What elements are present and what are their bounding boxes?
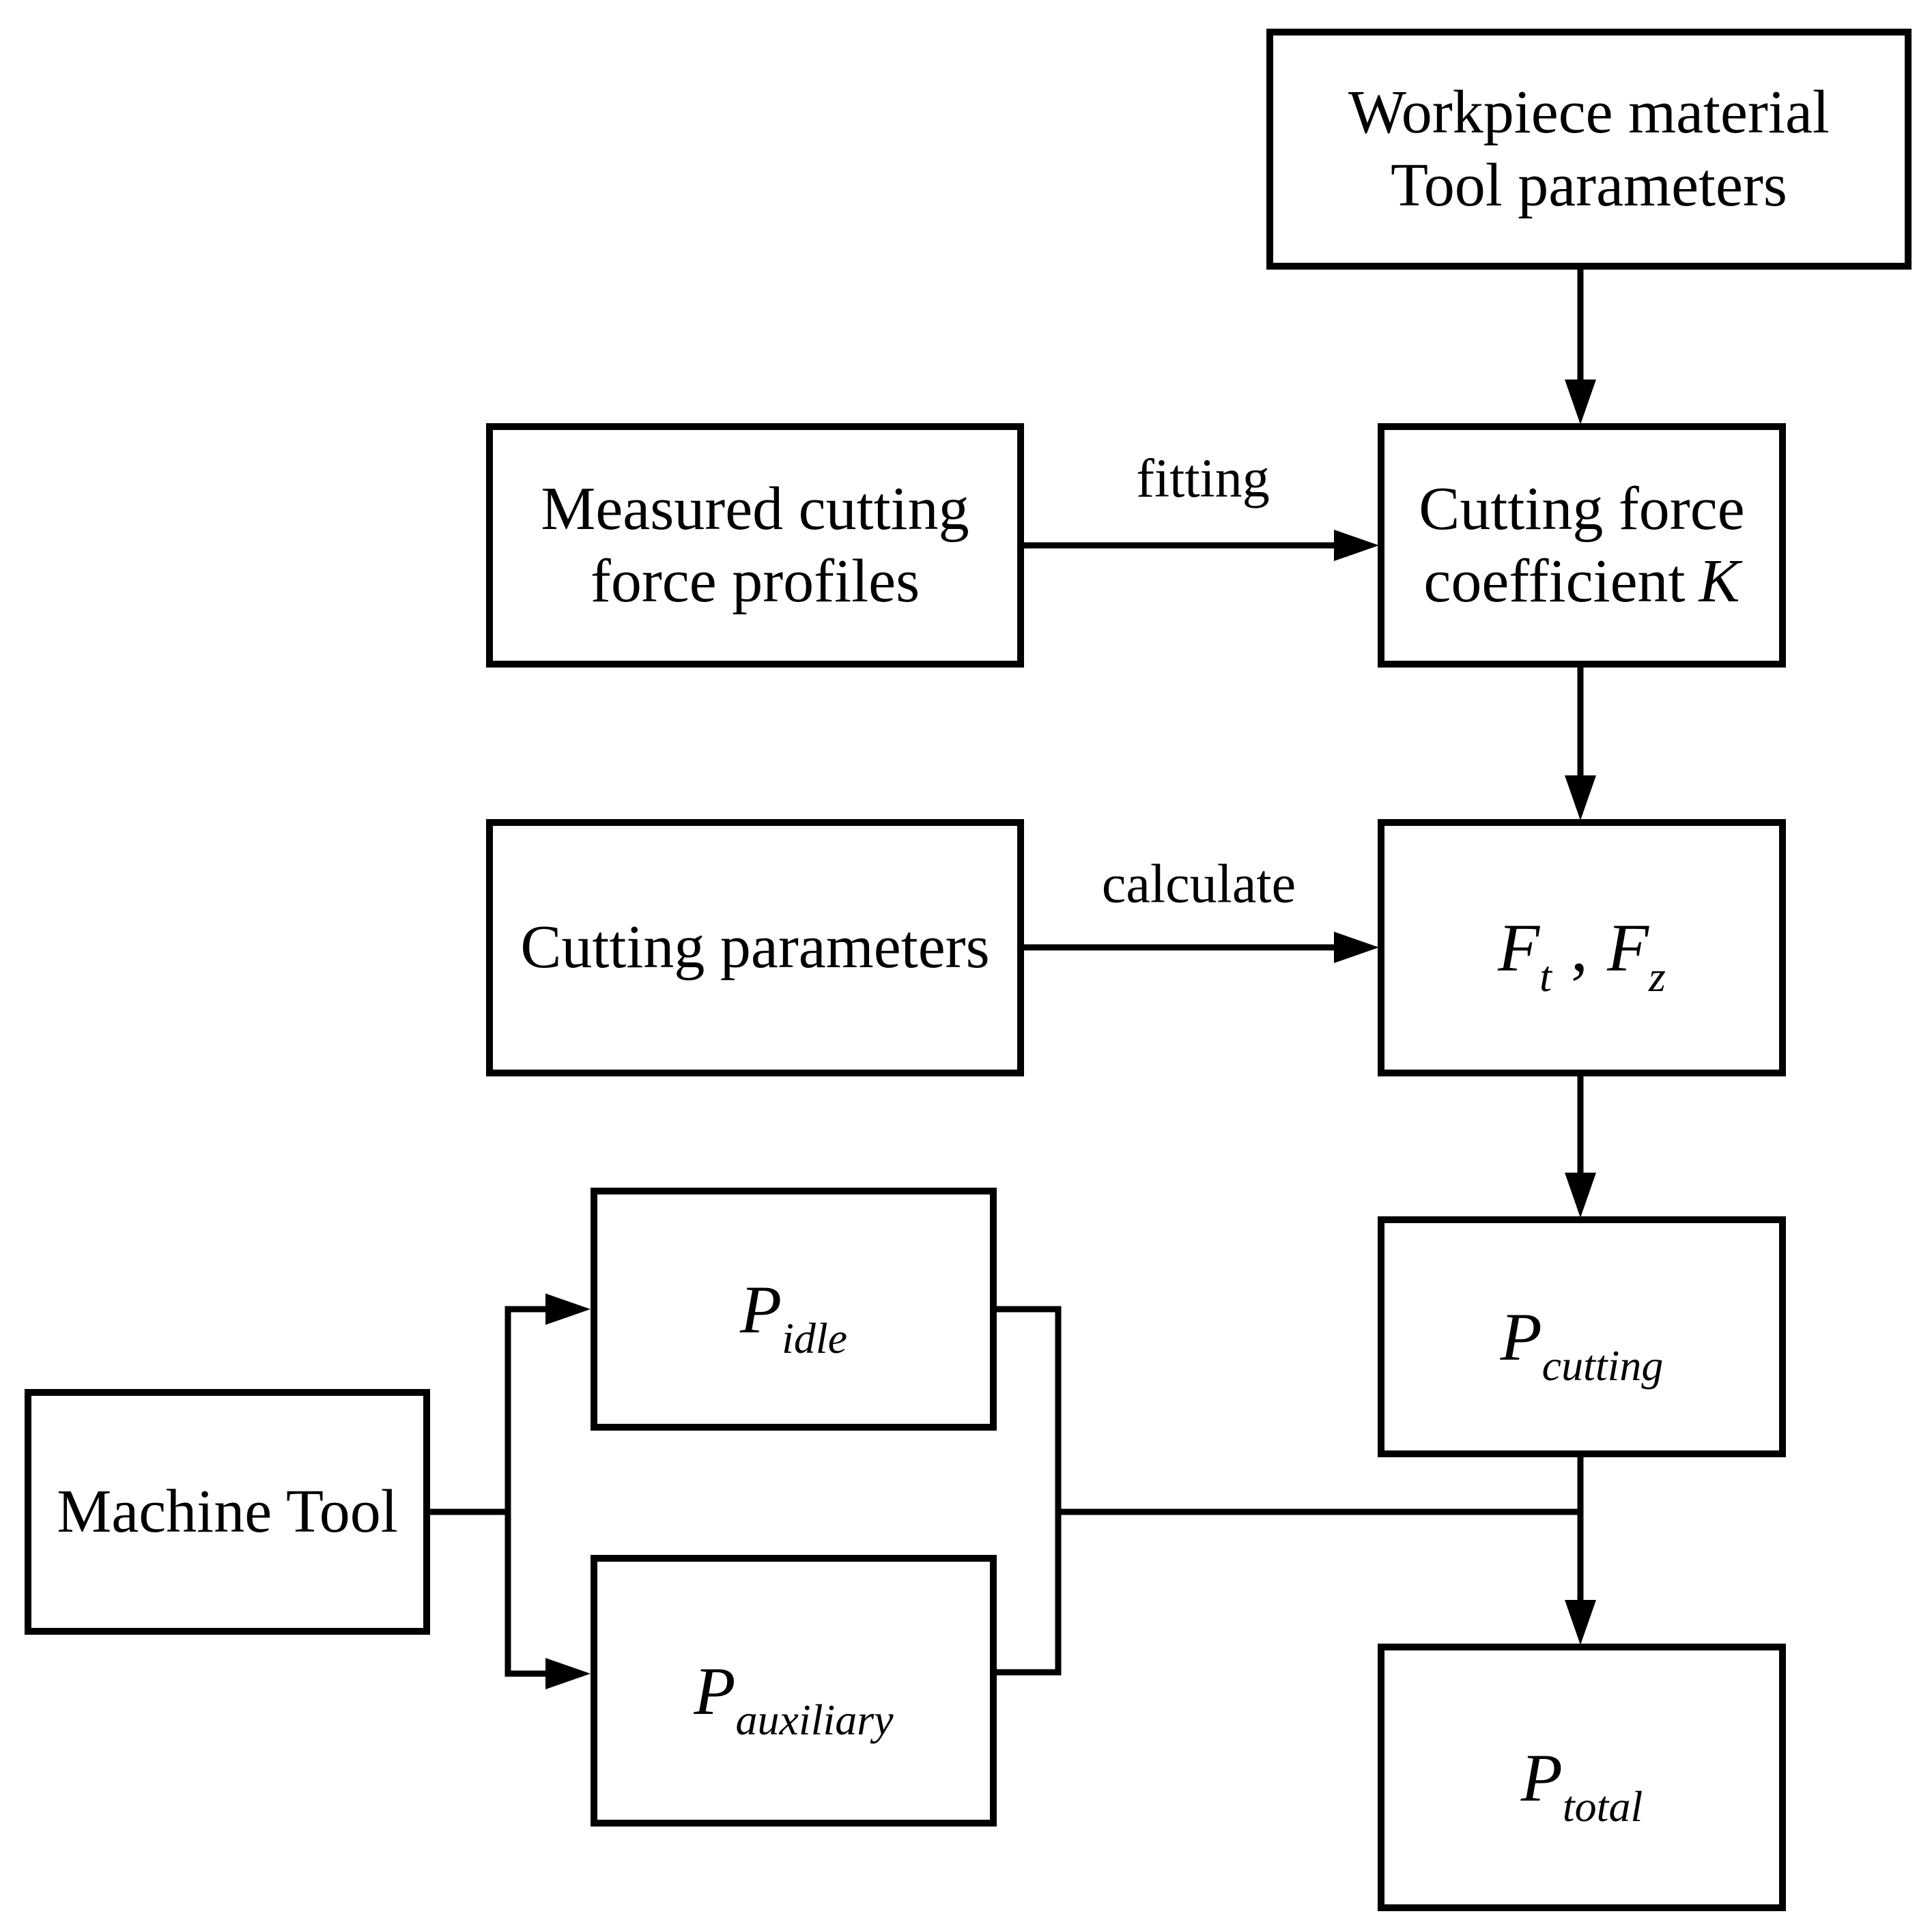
p-auxiliary-var: P [694, 1652, 736, 1729]
p-cutting-label: Pcutting [1500, 1298, 1664, 1388]
p-total-var: P [1520, 1739, 1563, 1816]
calculate-edge-label: calculate [1101, 854, 1296, 915]
arrowhead-right-icon [1334, 530, 1379, 561]
measured-profiles-label-line2: force profiles [590, 547, 920, 615]
arrowhead-right-icon [545, 1293, 591, 1325]
arrowhead-down-icon [1565, 1173, 1596, 1218]
connector-line [430, 1306, 547, 1515]
arrowhead-down-icon [1565, 775, 1596, 820]
connector-line [505, 1512, 547, 1677]
forces-separator: , [1570, 910, 1588, 986]
workpiece-label-line1: Workpiece material [1348, 78, 1830, 147]
measured-profiles-label: Measured cutting force profiles [541, 473, 969, 618]
measured-profiles-box: Measured cutting force profiles [486, 423, 1024, 668]
forces-var2: F [1606, 910, 1649, 986]
cutting-parameters-box: Cutting parameters [486, 819, 1024, 1076]
forces-box: Ft,Fz [1378, 819, 1786, 1076]
forces-sub1: t [1539, 952, 1552, 1001]
coefficient-label-line1: Cutting force [1419, 474, 1745, 543]
coefficient-label-text: coefficient [1423, 547, 1686, 615]
p-idle-sub: idle [782, 1313, 848, 1362]
p-auxiliary-sub: auxiliary [735, 1695, 894, 1744]
forces-label: Ft,Fz [1498, 908, 1666, 999]
p-cutting-sub: cutting [1542, 1341, 1664, 1390]
arrow-coefficient-to-forces [1565, 668, 1596, 820]
p-cutting-var: P [1500, 1299, 1542, 1375]
arrow-forces-to-p-cutting [1565, 1076, 1596, 1218]
machine-tool-box: Machine Tool [25, 1389, 430, 1635]
arrow-measured-to-coefficient [1024, 530, 1379, 561]
p-total-label: Ptotal [1520, 1738, 1643, 1829]
p-cutting-box: Pcutting [1378, 1216, 1786, 1457]
machine-tool-label: Machine Tool [57, 1477, 398, 1545]
cutting-parameters-label: Cutting parameters [520, 913, 990, 982]
arrowhead-down-icon [1565, 380, 1596, 425]
arrow-p-cutting-to-p-total [1565, 1457, 1596, 1645]
p-auxiliary-label: Pauxiliary [694, 1652, 893, 1742]
measured-profiles-label-line1: Measured cutting [541, 474, 969, 543]
p-idle-box: Pidle [591, 1188, 997, 1431]
coefficient-variable: K [1699, 547, 1740, 615]
arrow-workpiece-to-coefficient [1565, 270, 1596, 425]
p-idle-var: P [739, 1271, 782, 1347]
workpiece-label: Workpiece material Tool parameters [1348, 76, 1830, 221]
forces-sub2: z [1649, 952, 1666, 1001]
connector-line [997, 1306, 1062, 1676]
p-idle-label: Pidle [739, 1270, 847, 1360]
arrowhead-down-icon [1565, 1600, 1596, 1645]
fitting-edge-label: fitting [1136, 448, 1270, 509]
forces-var1: F [1498, 910, 1540, 986]
arrow-cutting-params-to-forces [1024, 932, 1379, 963]
p-total-sub: total [1562, 1781, 1643, 1831]
p-total-box: Ptotal [1378, 1644, 1786, 1911]
arrowhead-right-icon [1334, 932, 1379, 963]
workpiece-box: Workpiece material Tool parameters [1266, 29, 1912, 270]
power-merge-connector [997, 1306, 1583, 1676]
workpiece-label-line2: Tool parameters [1391, 151, 1787, 219]
arrowhead-right-icon [545, 1658, 591, 1689]
p-auxiliary-box: Pauxiliary [591, 1555, 997, 1827]
machine-tool-branch [430, 1293, 591, 1689]
